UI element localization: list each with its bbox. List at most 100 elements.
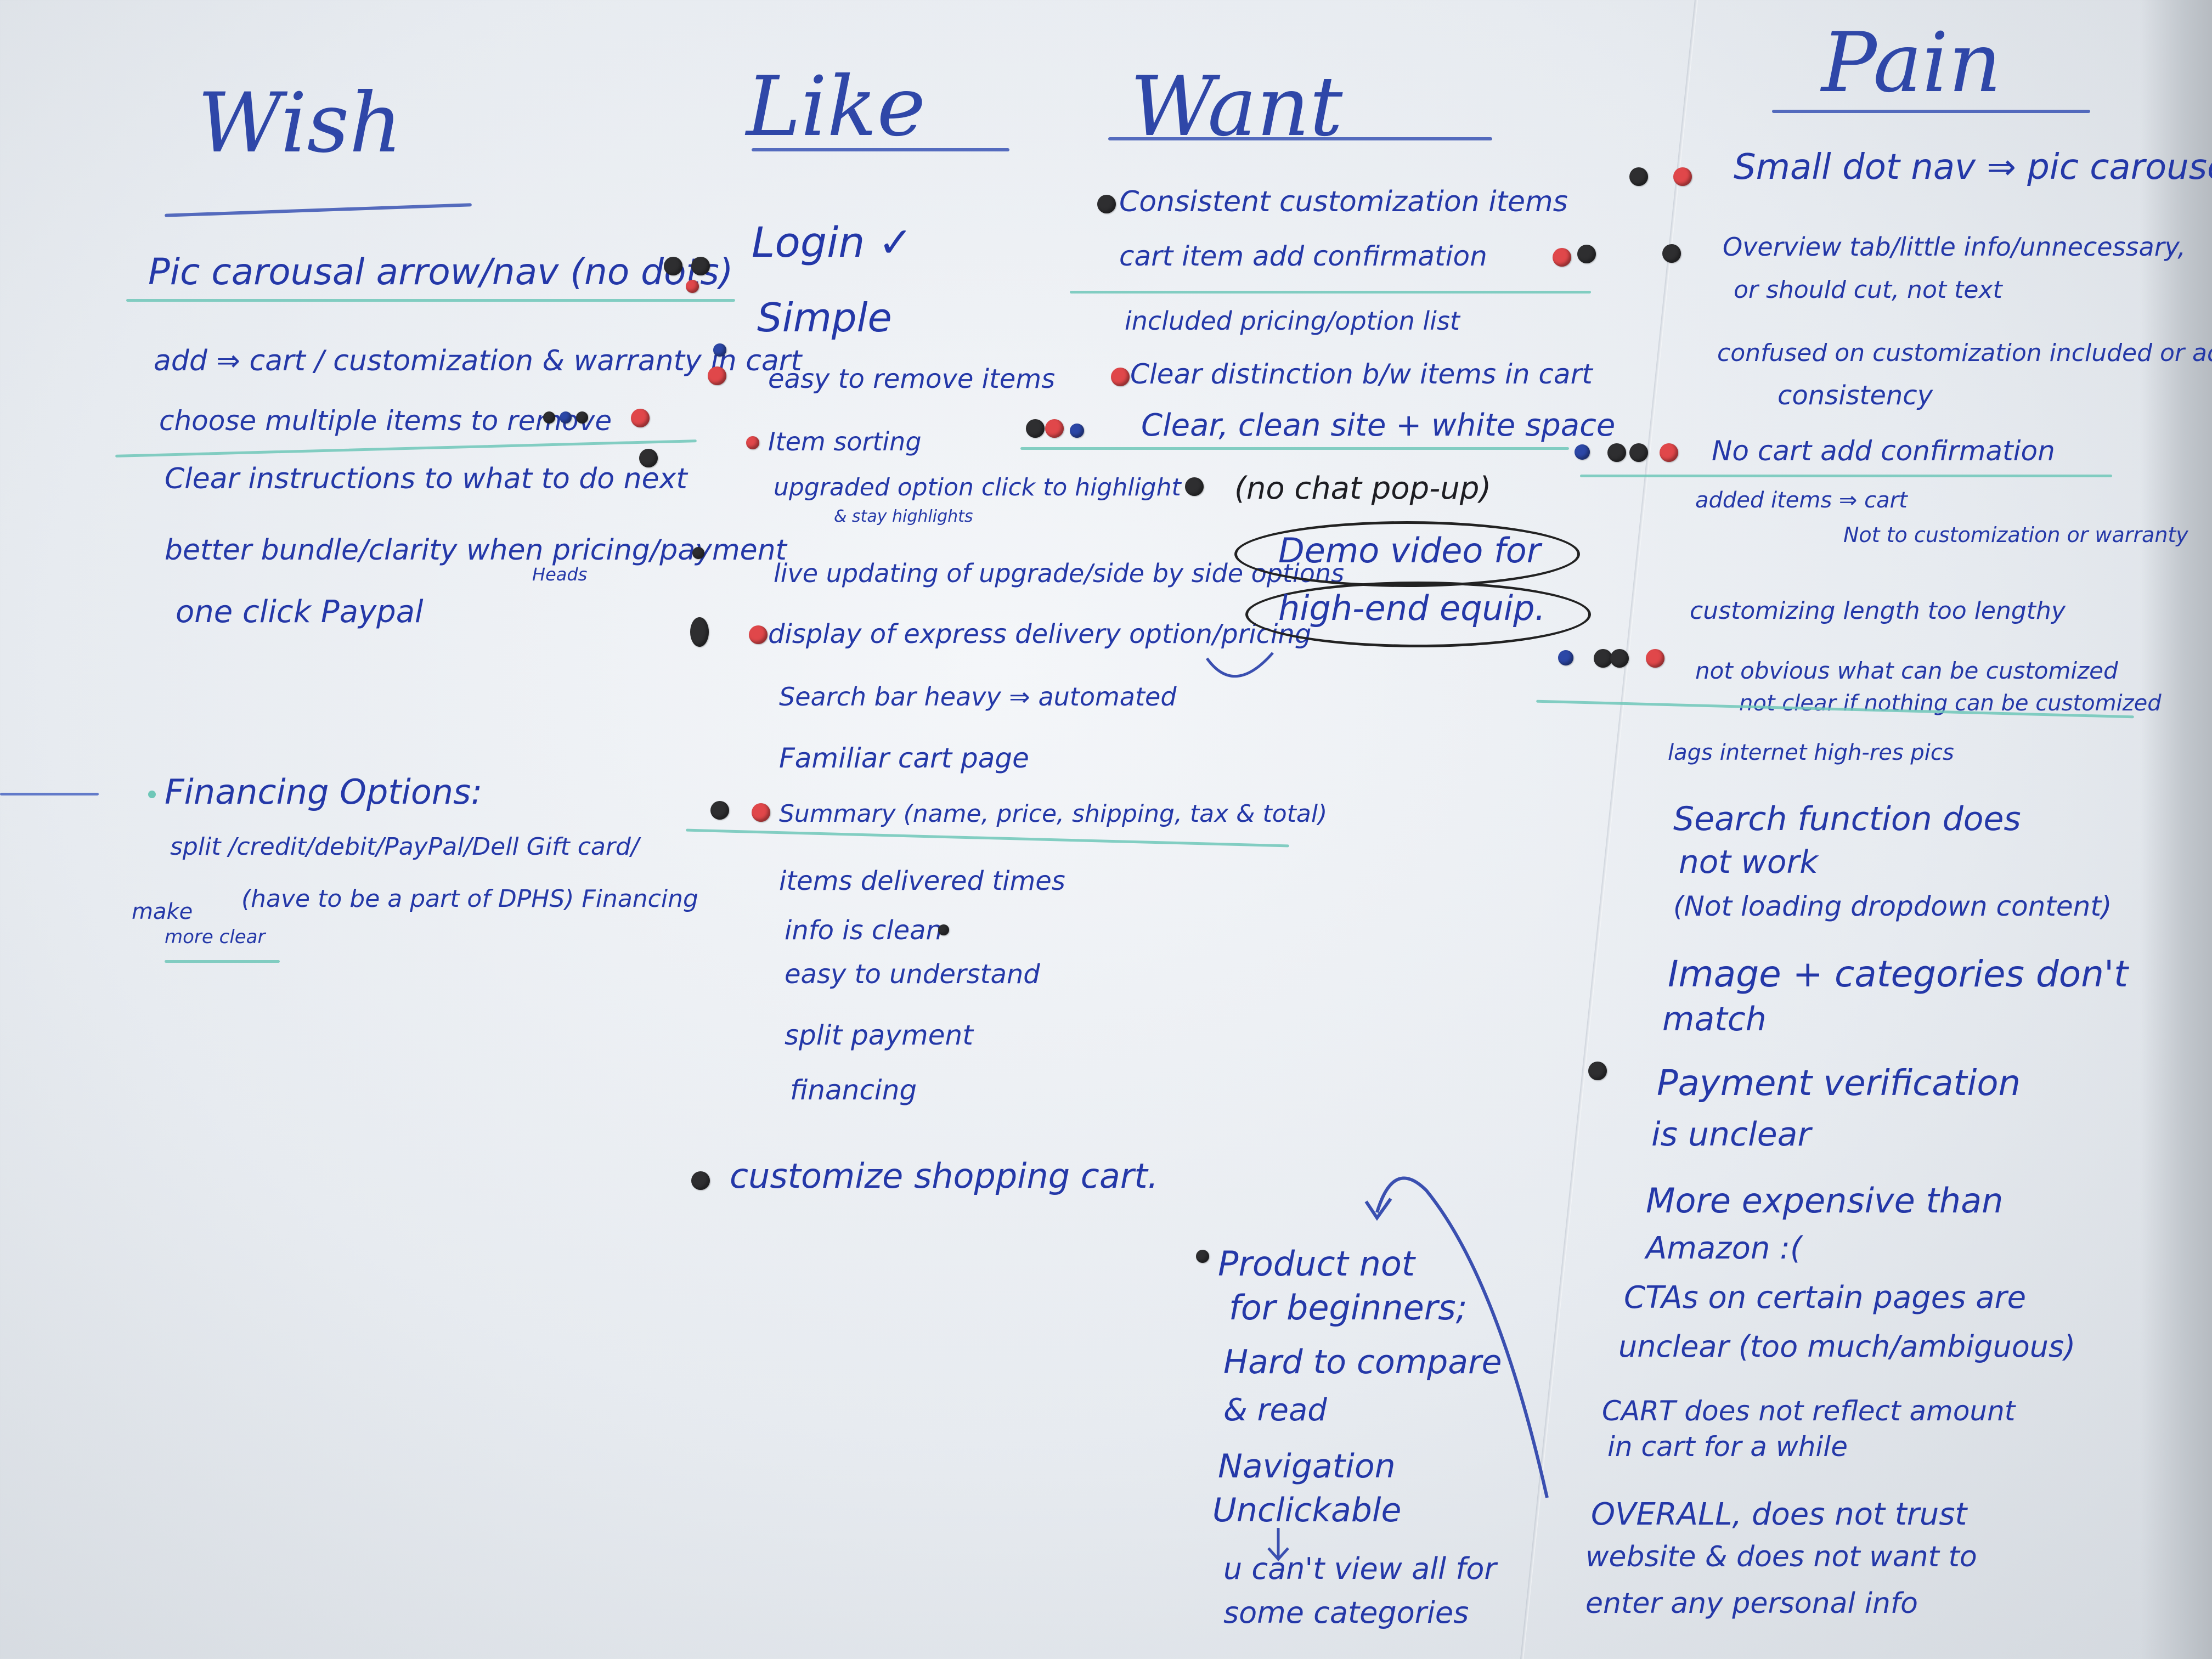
pain-item: OVERALL, does not trust [1591, 1497, 1967, 1532]
wish-item: better bundle/clarity when pricing/payme… [165, 534, 787, 567]
pain-item: not obvious what can be customized [1695, 657, 2118, 684]
pain-item: is unclear [1651, 1115, 1812, 1154]
want-item: Clear, clean site + white space [1141, 408, 1616, 443]
like-item: info is clean [785, 915, 943, 946]
wish-item: one click Paypal [176, 594, 424, 630]
vote-dot [1185, 477, 1204, 496]
vote-dot [1610, 649, 1629, 668]
want-item: Consistent customization items [1119, 185, 1568, 218]
want-item: (no chat pop-up) [1234, 471, 1492, 506]
bottom-note: Navigation [1218, 1447, 1396, 1486]
vote-dot [752, 803, 770, 822]
like-underline [752, 148, 1009, 151]
down-arrow-icon [1267, 1528, 1289, 1561]
vote-dot [543, 411, 555, 424]
wish-underline [165, 203, 472, 217]
vote-dot [664, 257, 682, 275]
wish-item: split /credit/debit/PayPal/Dell Gift car… [170, 833, 639, 861]
bottom-note: u can't view all for [1223, 1551, 1497, 1586]
vote-dot [576, 411, 588, 424]
like-item: Login ✓ [752, 218, 913, 267]
curved-arrow-icon [1364, 1176, 1549, 1498]
vote-dot [1629, 443, 1648, 462]
wish-item: make [132, 899, 193, 924]
financing-label: Financing Options: [165, 772, 483, 812]
like-item: Familiar cart page [779, 742, 1029, 774]
pain-item: customizing length too lengthy [1690, 597, 2066, 625]
vote-dot [686, 280, 699, 293]
bottom-note: some categories [1223, 1595, 1469, 1630]
pain-item: enter any personal info [1585, 1587, 1918, 1620]
vote-dot [1577, 245, 1596, 263]
pain-item: match [1662, 1000, 1767, 1039]
like-item: split payment [785, 1019, 973, 1051]
pain-item: Overview tab/little info/unnecessary, [1723, 232, 2186, 262]
want-divider [1020, 447, 1569, 450]
want-item: Clear distinction b/w items in cart [1130, 358, 1593, 390]
vote-dot [746, 436, 759, 449]
pain-item: lags internet high-res pics [1668, 740, 1954, 765]
header-want: Want [1130, 59, 1343, 155]
bottom-note: Hard to compare [1223, 1343, 1502, 1381]
vote-dot [691, 1171, 710, 1190]
like-item: customize shopping cart. [730, 1156, 1159, 1196]
like-divider [686, 828, 1289, 848]
vote-dot [1045, 419, 1064, 438]
pain-item: added items ⇒ cart [1695, 488, 1908, 513]
wish-item: add ⇒ cart / customization & warranty in… [154, 345, 802, 377]
header-pain: Pain [1821, 15, 2002, 111]
like-item: financing [790, 1074, 917, 1106]
pain-item: Small dot nav ⇒ pic carousel [1734, 147, 2212, 188]
vote-dot [639, 449, 658, 467]
vote-dot [1607, 443, 1626, 462]
pain-item: confused on customization included or ad… [1717, 339, 2212, 367]
pain-item: CART does not reflect amount [1602, 1395, 2016, 1427]
header-wish: Wish [198, 76, 403, 171]
pain-item: Not to customization or warranty [1843, 523, 2188, 547]
like-item: Search bar heavy ⇒ automated [779, 682, 1177, 712]
like-item: & stay highlights [834, 507, 973, 526]
want-item: included pricing/option list [1125, 306, 1460, 336]
vote-dot [710, 801, 729, 820]
pain-item: Payment verification [1657, 1063, 2021, 1104]
wish-item: Financing Options: [148, 772, 483, 812]
like-item: upgraded option click to highlight [774, 473, 1181, 501]
side-marker-line [0, 793, 99, 795]
want-underline [1108, 137, 1492, 140]
want-item: high-end equip. [1278, 588, 1546, 628]
vote-dot [1070, 424, 1084, 438]
wish-item: more clear [165, 926, 266, 948]
bottom-note: Unclickable [1212, 1491, 1402, 1530]
pain-item: in cart for a while [1607, 1431, 1848, 1463]
pain-item: website & does not want to [1585, 1541, 1977, 1573]
vote-dot [1646, 649, 1664, 668]
wish-item: Pic carousal arrow/nav (no dots) [148, 251, 733, 293]
bottom-note: Product not [1218, 1244, 1415, 1284]
pain-item: CTAs on certain pages are [1624, 1280, 2027, 1316]
vote-dot [1588, 1062, 1607, 1080]
pain-item: consistency [1778, 380, 1933, 411]
wish-divider [126, 299, 735, 302]
vote-dot [713, 343, 726, 357]
teal-bullet-icon [148, 790, 156, 798]
wish-item: (have to be a part of DPHS) Financing [241, 885, 698, 913]
vote-dot [938, 924, 949, 935]
vote-dot [1629, 167, 1648, 186]
pain-item: (Not loading dropdown content) [1673, 890, 2112, 922]
like-item: items delivered times [779, 866, 1065, 896]
vote-dot [1196, 1250, 1209, 1263]
vote-dot [1111, 368, 1130, 386]
vote-dot [1662, 244, 1681, 263]
vote-dot [1575, 444, 1590, 460]
wish-item: Clear instructions to what to do next [165, 462, 687, 495]
vote-dot [692, 547, 704, 559]
vote-dot [631, 409, 650, 427]
like-item: Summary (name, price, shipping, tax & to… [779, 800, 1328, 828]
pain-item: No cart add confirmation [1712, 435, 2055, 467]
vote-dot [749, 625, 768, 644]
pain-item: More expensive than [1646, 1181, 2004, 1221]
vote-dot [1673, 167, 1692, 186]
vote-dot [1594, 649, 1612, 668]
wish-item: Heads [532, 564, 588, 585]
